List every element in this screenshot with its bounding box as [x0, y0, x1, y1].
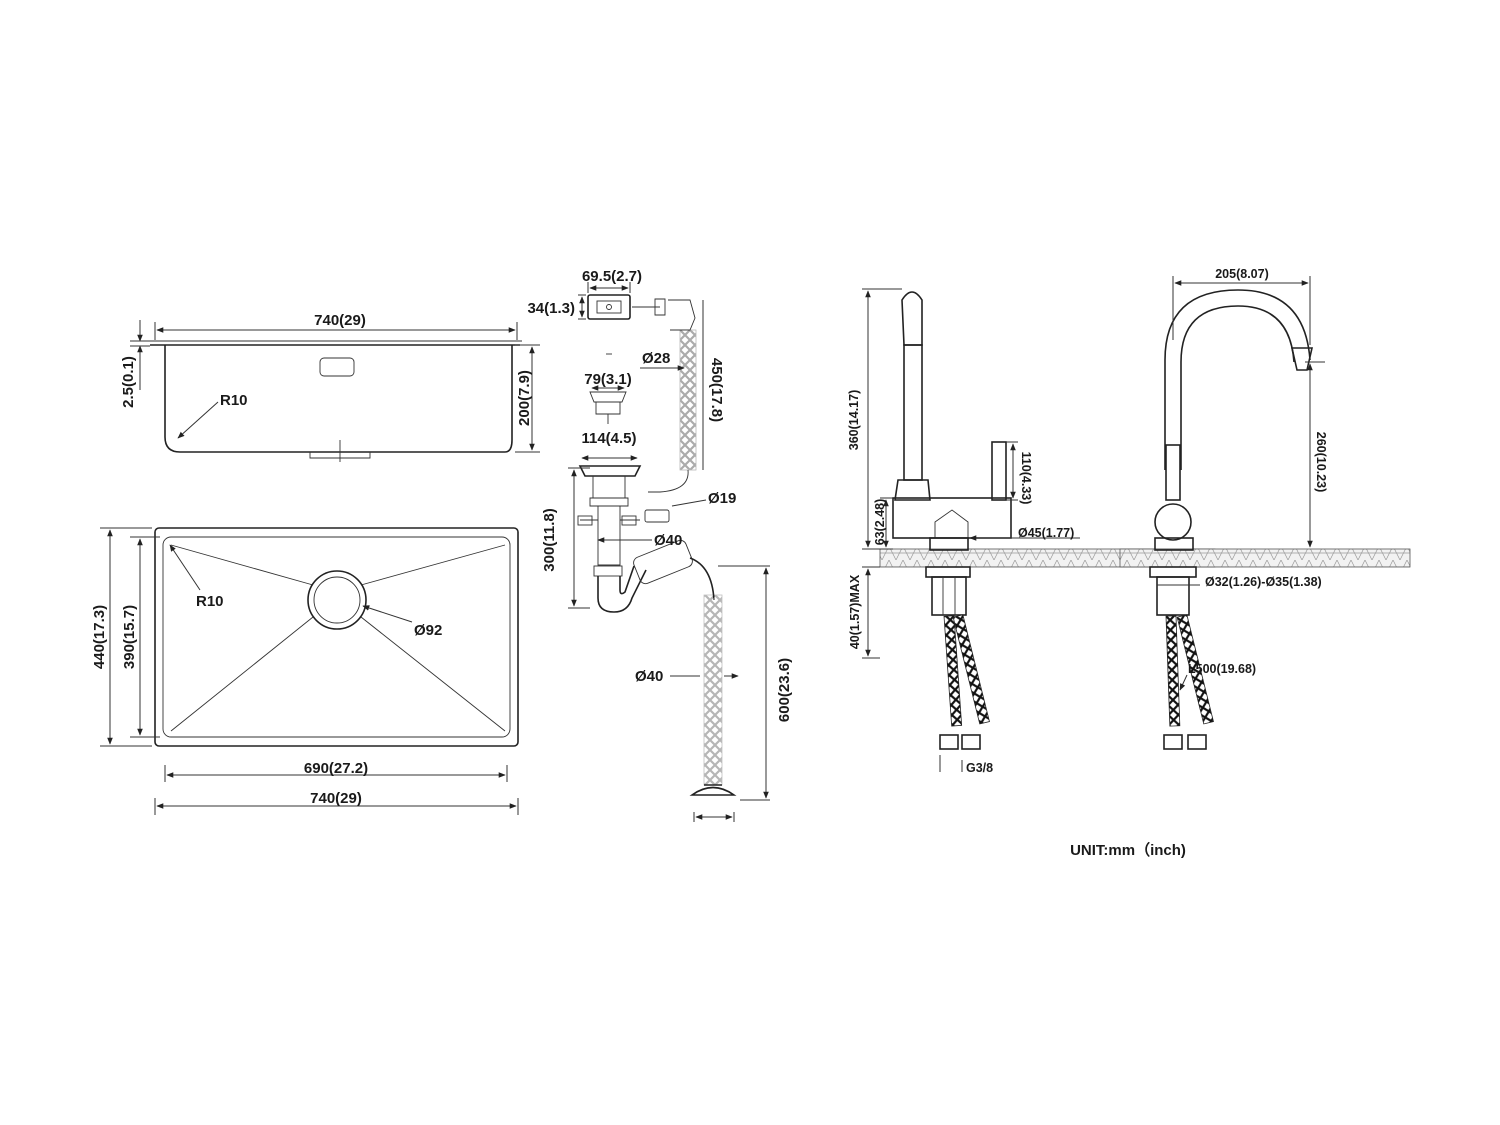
faucet-reach: 205(8.07): [1215, 267, 1269, 281]
connector-diameter: Ø19: [708, 490, 736, 507]
sink-side-depth: 200(7.9): [516, 370, 533, 426]
faucet-body-height: 63(2.48): [873, 499, 887, 546]
sink-side-view: [130, 320, 540, 462]
faucet-spout-height: 260(10.23): [1314, 432, 1328, 492]
sink-side-radius: R10: [220, 392, 248, 409]
faucet-handle-height: 110(4.33): [1019, 452, 1033, 505]
hose-diameter: Ø28: [642, 350, 670, 367]
sink-top-view: [100, 527, 519, 815]
sink-top-inner-depth: 390(15.7): [121, 605, 138, 669]
hose-length: 450(17.8): [708, 358, 725, 422]
faucet-thread: G3/8: [966, 761, 993, 775]
sink-side-lip: 2.5(0.1): [120, 356, 137, 408]
basket-diameter: 79(3.1): [584, 371, 632, 388]
trap-height: 300(11.8): [541, 508, 558, 571]
faucet-side-view: [862, 288, 1411, 772]
sink-side-width: 740(29): [314, 312, 366, 329]
faucet-max-counter: 40(1.57)MAX: [848, 574, 862, 649]
faucet-front-view: [1149, 276, 1325, 750]
outlet-length: 600(23.6): [776, 658, 793, 722]
faucet-hole-diameter: Ø32(1.26)-Ø35(1.38): [1205, 575, 1322, 589]
faucet-hose-length: L500(19.68): [1188, 662, 1256, 676]
sink-top-radius: R10: [196, 593, 224, 610]
unit-note: UNIT:mm（inch): [1070, 841, 1186, 859]
sink-top-outer-depth: 440(17.3): [91, 605, 108, 669]
sink-top-drain-diameter: Ø92: [414, 622, 442, 639]
sink-top-outer-width: 740(29): [310, 790, 362, 807]
flange-diameter: 114(4.5): [581, 430, 636, 447]
faucet-height: 360(14.17): [847, 390, 861, 450]
drain-kit: [568, 282, 770, 822]
overflow-width: 69.5(2.7): [582, 268, 642, 285]
sink-top-inner-width: 690(27.2): [304, 760, 368, 777]
pipe-diameter: Ø40: [654, 532, 682, 549]
overflow-height: 34(1.3): [527, 300, 575, 317]
outlet-diameter: Ø40: [635, 668, 663, 685]
faucet-base-diameter: Ø45(1.77): [1018, 526, 1074, 540]
